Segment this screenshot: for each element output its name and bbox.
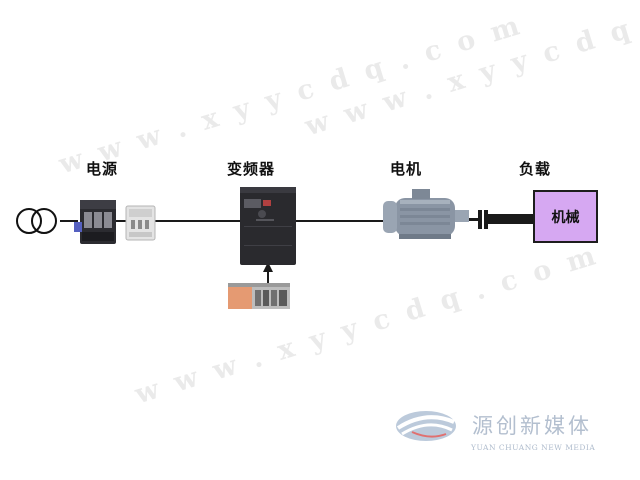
brand-subtitle: YUAN CHUANG NEW MEDIA: [471, 443, 596, 452]
label-power: 电源: [86, 160, 119, 178]
inverter-device-icon: [240, 187, 296, 265]
brand-name: 源创新媒体: [472, 414, 592, 438]
plc-module-icon: [228, 283, 290, 309]
label-motor: 电机: [390, 160, 423, 178]
label-inverter: 变频器: [227, 160, 276, 178]
load-machine-box: 机械: [533, 190, 598, 243]
brand-logo-icon: [396, 411, 456, 441]
connection-lines: [60, 220, 383, 285]
transformer-icon: [16, 208, 57, 234]
contactor-icon: [125, 205, 156, 241]
arrow-up-icon: [263, 262, 273, 272]
circuit-breaker-icon: [74, 200, 116, 244]
load-box-label: 机械: [551, 209, 580, 226]
label-load: 负载: [519, 160, 552, 178]
motor-icon: [383, 189, 469, 239]
coupling-icon: [469, 210, 533, 229]
